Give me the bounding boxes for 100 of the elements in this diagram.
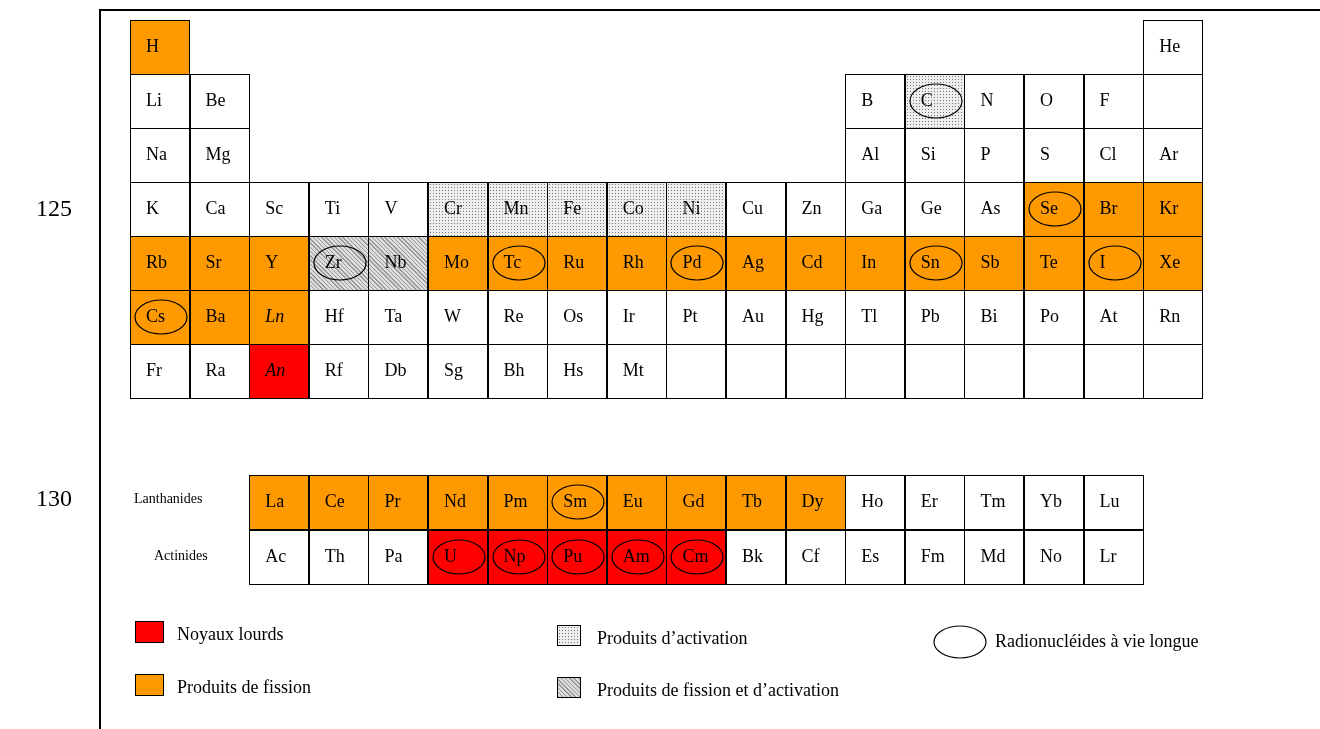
element-cell xyxy=(428,182,488,237)
element-cell xyxy=(547,182,608,237)
element-cell xyxy=(845,236,906,291)
element-symbol: Ni xyxy=(682,198,701,218)
page-number: 125 xyxy=(36,195,72,222)
element-symbol: C xyxy=(920,90,933,110)
element-symbol: Mo xyxy=(444,252,469,272)
element-symbol: Pb xyxy=(920,306,940,326)
element-symbol: Nb xyxy=(384,252,407,272)
element-symbol: Sg xyxy=(444,360,463,380)
element-cell xyxy=(189,344,250,399)
element-cell xyxy=(785,182,846,237)
element-cell xyxy=(785,475,846,530)
element-symbol: Ru xyxy=(563,252,585,272)
element-cell xyxy=(428,344,488,399)
element-symbol: Pu xyxy=(563,546,583,566)
element-symbol: Kr xyxy=(1159,198,1179,218)
element-symbol: Lu xyxy=(1099,491,1120,511)
element-cell xyxy=(606,344,667,399)
element-symbol: Cd xyxy=(801,252,823,272)
element-symbol: V xyxy=(384,198,398,218)
element-cell xyxy=(547,344,608,399)
element-symbol: Db xyxy=(384,360,407,380)
element-symbol: Au xyxy=(742,306,764,326)
element-cell xyxy=(845,74,906,129)
element-symbol: Md xyxy=(980,546,1006,566)
element-cell xyxy=(487,530,548,585)
element-symbol: Dy xyxy=(801,491,824,511)
element-symbol: Zr xyxy=(324,252,342,272)
element-symbol: Pd xyxy=(682,252,702,272)
element-symbol: Co xyxy=(622,198,644,218)
element-symbol: Mt xyxy=(622,360,644,380)
element-cell xyxy=(487,475,548,530)
element-symbol: Rn xyxy=(1159,306,1181,326)
element-symbol: Ta xyxy=(384,306,403,326)
element-cell xyxy=(666,236,727,291)
element-symbol: Zn xyxy=(801,198,822,218)
element-cell xyxy=(964,530,1025,585)
element-cell xyxy=(606,236,667,291)
element-symbol: Cu xyxy=(742,198,763,218)
element-cell xyxy=(428,290,488,345)
element-symbol: Cm xyxy=(682,546,709,566)
element-cell xyxy=(249,290,310,345)
element-symbol: Pr xyxy=(384,491,401,511)
element-cell xyxy=(1083,530,1144,585)
element-cell xyxy=(1024,74,1084,129)
element-cell xyxy=(547,530,608,585)
legend-text: Produits de fission xyxy=(177,677,311,698)
element-cell xyxy=(130,290,190,345)
element-symbol: I xyxy=(1099,252,1106,272)
legend-text: Noyaux lourds xyxy=(177,624,284,645)
element-cell xyxy=(368,182,429,237)
element-symbol: Bh xyxy=(503,360,525,380)
legend-text: Radionucléides à vie longue xyxy=(995,631,1199,652)
element-symbol: F xyxy=(1099,90,1110,110)
element-symbol: Os xyxy=(563,306,584,326)
element-cell xyxy=(904,530,965,585)
element-symbol: Ln xyxy=(265,306,285,326)
element-cell xyxy=(726,530,786,585)
element-cell xyxy=(964,475,1025,530)
element-symbol: Bi xyxy=(980,306,998,326)
element-cell xyxy=(904,475,965,530)
element-cell xyxy=(964,74,1025,129)
element-symbol: Ge xyxy=(920,198,942,218)
element-symbol: Po xyxy=(1040,306,1059,326)
element-cell xyxy=(785,530,846,585)
element-symbol: Pm xyxy=(503,491,528,511)
element-cell xyxy=(1143,20,1204,75)
element-symbol: La xyxy=(265,491,285,511)
element-cell xyxy=(1024,290,1084,345)
element-symbol: Rh xyxy=(622,252,644,272)
element-symbol: Re xyxy=(503,306,524,326)
element-symbol: Ce xyxy=(324,491,345,511)
element-cell xyxy=(189,128,250,183)
element-symbol: Ti xyxy=(324,198,341,218)
element-cell xyxy=(308,344,369,399)
element-cell xyxy=(249,475,310,530)
element-symbol: Cr xyxy=(444,198,462,218)
element-cell xyxy=(1143,182,1204,237)
element-cell xyxy=(428,236,488,291)
element-symbol: An xyxy=(265,360,286,380)
element-symbol: Pt xyxy=(682,306,698,326)
element-cell xyxy=(1024,128,1084,183)
element-symbol: Sn xyxy=(920,252,940,272)
element-symbol: Gd xyxy=(682,491,705,511)
element-cell xyxy=(726,182,786,237)
element-symbol: Tl xyxy=(861,306,878,326)
element-cell xyxy=(845,530,906,585)
element-cell xyxy=(1024,182,1084,237)
element-cell xyxy=(666,475,727,530)
element-symbol: Be xyxy=(205,90,226,110)
element-symbol: Li xyxy=(146,90,162,110)
element-cell xyxy=(1083,475,1144,530)
element-symbol: At xyxy=(1099,306,1118,326)
element-cell xyxy=(308,530,369,585)
element-cell xyxy=(189,74,250,129)
element-cell xyxy=(368,530,429,585)
element-symbol: Hg xyxy=(801,306,824,326)
element-symbol: U xyxy=(444,546,457,566)
element-cell xyxy=(726,475,786,530)
